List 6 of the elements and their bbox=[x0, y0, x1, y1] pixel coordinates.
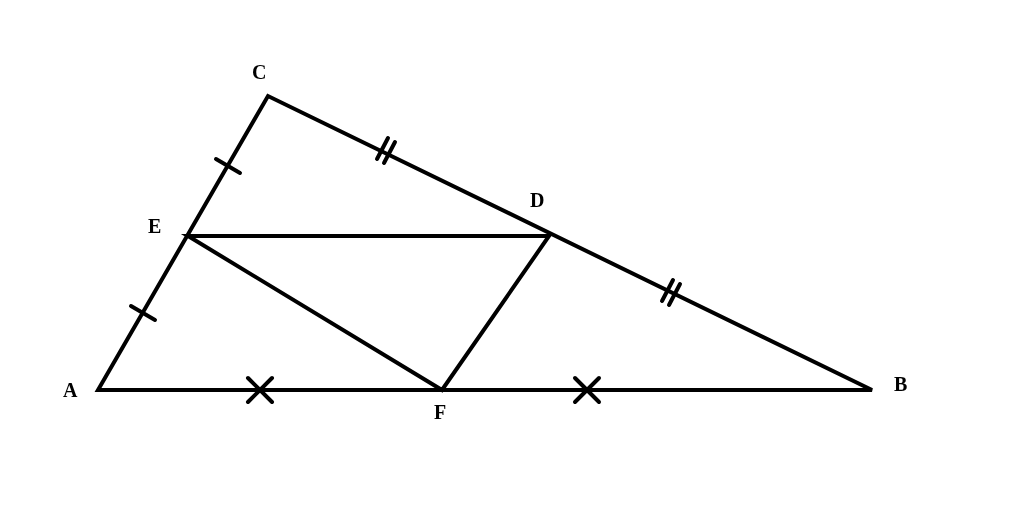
point-label: E bbox=[148, 216, 162, 236]
point-label: F bbox=[434, 402, 447, 422]
point-label: D bbox=[530, 190, 545, 210]
point-label: B bbox=[894, 374, 908, 394]
point-label: C bbox=[252, 62, 267, 82]
point-label: A bbox=[63, 380, 78, 400]
